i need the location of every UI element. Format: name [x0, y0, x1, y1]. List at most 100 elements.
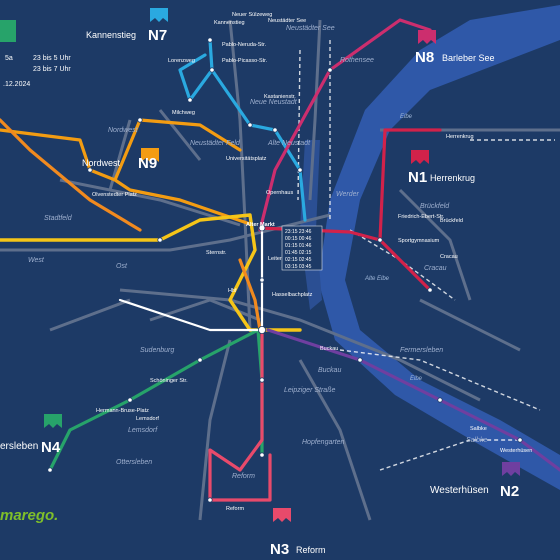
bus-stop-flag-icon	[418, 30, 436, 44]
river-label-elbe-south: Elbe	[410, 376, 423, 382]
district-rothensee: Rothensee	[340, 57, 374, 64]
district-hopfengarten: Hopfengarten	[302, 439, 345, 446]
badge-n2-id: N2	[500, 483, 519, 500]
stop-salbke[interactable]: Salbke	[470, 426, 487, 432]
badge-n3-name: Reform	[296, 545, 326, 555]
district-salbke: Salbke	[466, 437, 488, 444]
line-n6[interactable]	[0, 118, 262, 332]
district-werder: Werder	[336, 191, 359, 198]
badge-n1-id: N1	[408, 169, 427, 186]
district-fermersleben: Fermersleben	[400, 347, 443, 354]
district-labels: Neue Neustadt Neustädter See Rothensee A…	[28, 25, 488, 480]
badge-n9-id: N9	[138, 155, 157, 172]
line-prefix: 5a	[5, 55, 13, 62]
timetable-row-1: 23:15 23:46	[285, 229, 312, 235]
district-cracau: Cracau	[424, 265, 447, 272]
badge-n7[interactable]: Kannenstieg N7	[86, 8, 168, 44]
district-neustaedter-see: Neustädter See	[286, 25, 335, 32]
stop-neustaedter-see[interactable]: Neustädter See	[268, 18, 306, 24]
badge-n7-id: N7	[148, 27, 167, 44]
stop-opernhaus[interactable]: Opernhaus	[266, 190, 293, 196]
badge-n1[interactable]: N1 Herrenkrug	[408, 150, 475, 186]
stop-buckau[interactable]: Buckau	[320, 346, 338, 352]
bus-stop-flag-icon	[273, 508, 291, 522]
badge-n2[interactable]: Westerhüsen N2	[430, 462, 520, 500]
district-lemsdorf: Lemsdorf	[128, 427, 158, 434]
district-buckau: Buckau	[318, 367, 341, 374]
badge-n4[interactable]: ersleben N4	[0, 414, 62, 456]
line-n9[interactable]	[0, 118, 252, 226]
line-n5[interactable]	[0, 213, 302, 332]
stop-lorenzweg[interactable]: Lorenzweg	[168, 58, 195, 64]
stop-pablo-neruda-str[interactable]: Pablo-Neruda-Str.	[222, 42, 266, 48]
district-reform: Reform	[232, 473, 255, 480]
district-ost: Ost	[116, 263, 128, 270]
district-nordwest: Nordwest	[108, 127, 139, 134]
badge-n4-id: N4	[41, 439, 61, 456]
stop-alter-markt[interactable]: Alter Markt	[246, 222, 275, 228]
stop-hasselbachplatz[interactable]: Hasselbachplatz	[272, 292, 313, 298]
badge-n9-name: Nordwest	[82, 158, 121, 168]
bus-stop-flag-icon	[141, 148, 159, 162]
stop-markers	[47, 37, 523, 503]
bus-stop-flag-icon	[502, 462, 520, 476]
header-tab	[0, 20, 16, 42]
bus-stop-flag-icon	[411, 150, 429, 164]
river-labels: Elbe Alte Elbe Elbe	[364, 114, 423, 382]
district-alte-neustadt: Alte Neustadt	[267, 140, 311, 147]
timetable-box: 23:15 23:46 00:15 00:46 01:15 01:46 01:4…	[281, 225, 323, 271]
badge-n7-name: Kannenstieg	[86, 30, 136, 40]
district-west: West	[28, 257, 45, 264]
stop-pablo-picasso-str[interactable]: Pablo-Picasso-Str.	[222, 58, 268, 64]
stop-friedrich-ebert-str[interactable]: Friedrich-Ebert-Str.	[398, 214, 445, 220]
river-label-alte-elbe: Alte Elbe	[364, 276, 390, 282]
bus-stop-flag-icon	[150, 8, 168, 22]
district-brueckfeld: Brückfeld	[420, 203, 450, 210]
brand-logo: marego.	[0, 507, 58, 524]
badge-n2-name: Westerhüsen	[430, 485, 489, 496]
district-neue-neustadt: Neue Neustadt	[250, 99, 298, 106]
stop-labels: Kannenstieg Neuer Sülzeweg Neustädter Se…	[92, 12, 532, 512]
stop-kannenstieg[interactable]: Kannenstieg	[214, 20, 245, 26]
time-range-2: 23 bis 7 Uhr	[33, 66, 71, 73]
badge-n9[interactable]: Nordwest N9	[82, 148, 159, 172]
badge-n8-name: Barleber See	[442, 53, 495, 63]
stop-brueckfeld[interactable]: Brückfeld	[440, 218, 463, 224]
district-leipziger-strasse: Leipziger Straße	[284, 387, 335, 394]
district-sudenburg: Sudenburg	[140, 347, 174, 354]
timetable-row-6: 03:15 03:45	[285, 264, 312, 270]
time-range-1: 23 bis 5 Uhr	[33, 55, 71, 62]
stop-neuer-suelzeweg[interactable]: Neuer Sülzeweg	[232, 12, 272, 18]
district-stadtfeld: Stadtfeld	[44, 215, 73, 222]
stop-leiterstr[interactable]: Leiterstr.	[268, 256, 290, 262]
stop-sternstr[interactable]: Sternstr.	[206, 250, 227, 256]
rail-network	[0, 19, 560, 521]
stop-kastanienstr[interactable]: Kastanienstr.	[264, 94, 296, 100]
timetable-row-4: 01:45 02:15	[285, 250, 312, 256]
stop-herrenkrug[interactable]: Herrenkrug	[446, 134, 474, 140]
stop-cracau[interactable]: Cracau	[440, 254, 458, 260]
badge-n4-name: ersleben	[0, 441, 38, 452]
district-neustaedter-feld: Neustädter Feld	[190, 140, 241, 147]
timetable-row-5: 02:15 02:45	[285, 257, 312, 263]
stop-schoeninger-str[interactable]: Schöninger Str.	[150, 378, 188, 384]
badge-n8-id: N8	[415, 49, 434, 66]
line-n3[interactable]	[208, 328, 272, 502]
stop-milchweg[interactable]: Milchweg	[172, 110, 195, 116]
valid-date: .12.2024	[3, 81, 30, 88]
badge-n8[interactable]: N8 Barleber See	[415, 30, 495, 66]
stop-westerhuesen[interactable]: Westerhüsen	[500, 448, 532, 454]
stop-universitaetsplatz[interactable]: Universitätsplatz	[226, 156, 267, 162]
stop-reform[interactable]: Reform	[226, 506, 244, 512]
stop-hbf[interactable]: Hbf	[228, 288, 237, 294]
stop-hermann-bruse-platz[interactable]: Hermann-Bruse-Platz	[96, 408, 149, 414]
stop-olvenstedter-platz[interactable]: Olvenstedter Platz	[92, 192, 137, 198]
stop-sportgymnasium[interactable]: Sportgymnasium	[398, 238, 440, 244]
badge-n1-name: Herrenkrug	[430, 173, 475, 183]
stop-lemsdorf[interactable]: Lemsdorf	[136, 416, 159, 422]
district-ottersleben: Ottersleben	[116, 459, 152, 466]
badge-n3[interactable]: N3 Reform	[270, 508, 326, 558]
timetable-row-2: 00:15 00:46	[285, 236, 312, 242]
bus-stop-flag-icon	[44, 414, 62, 428]
